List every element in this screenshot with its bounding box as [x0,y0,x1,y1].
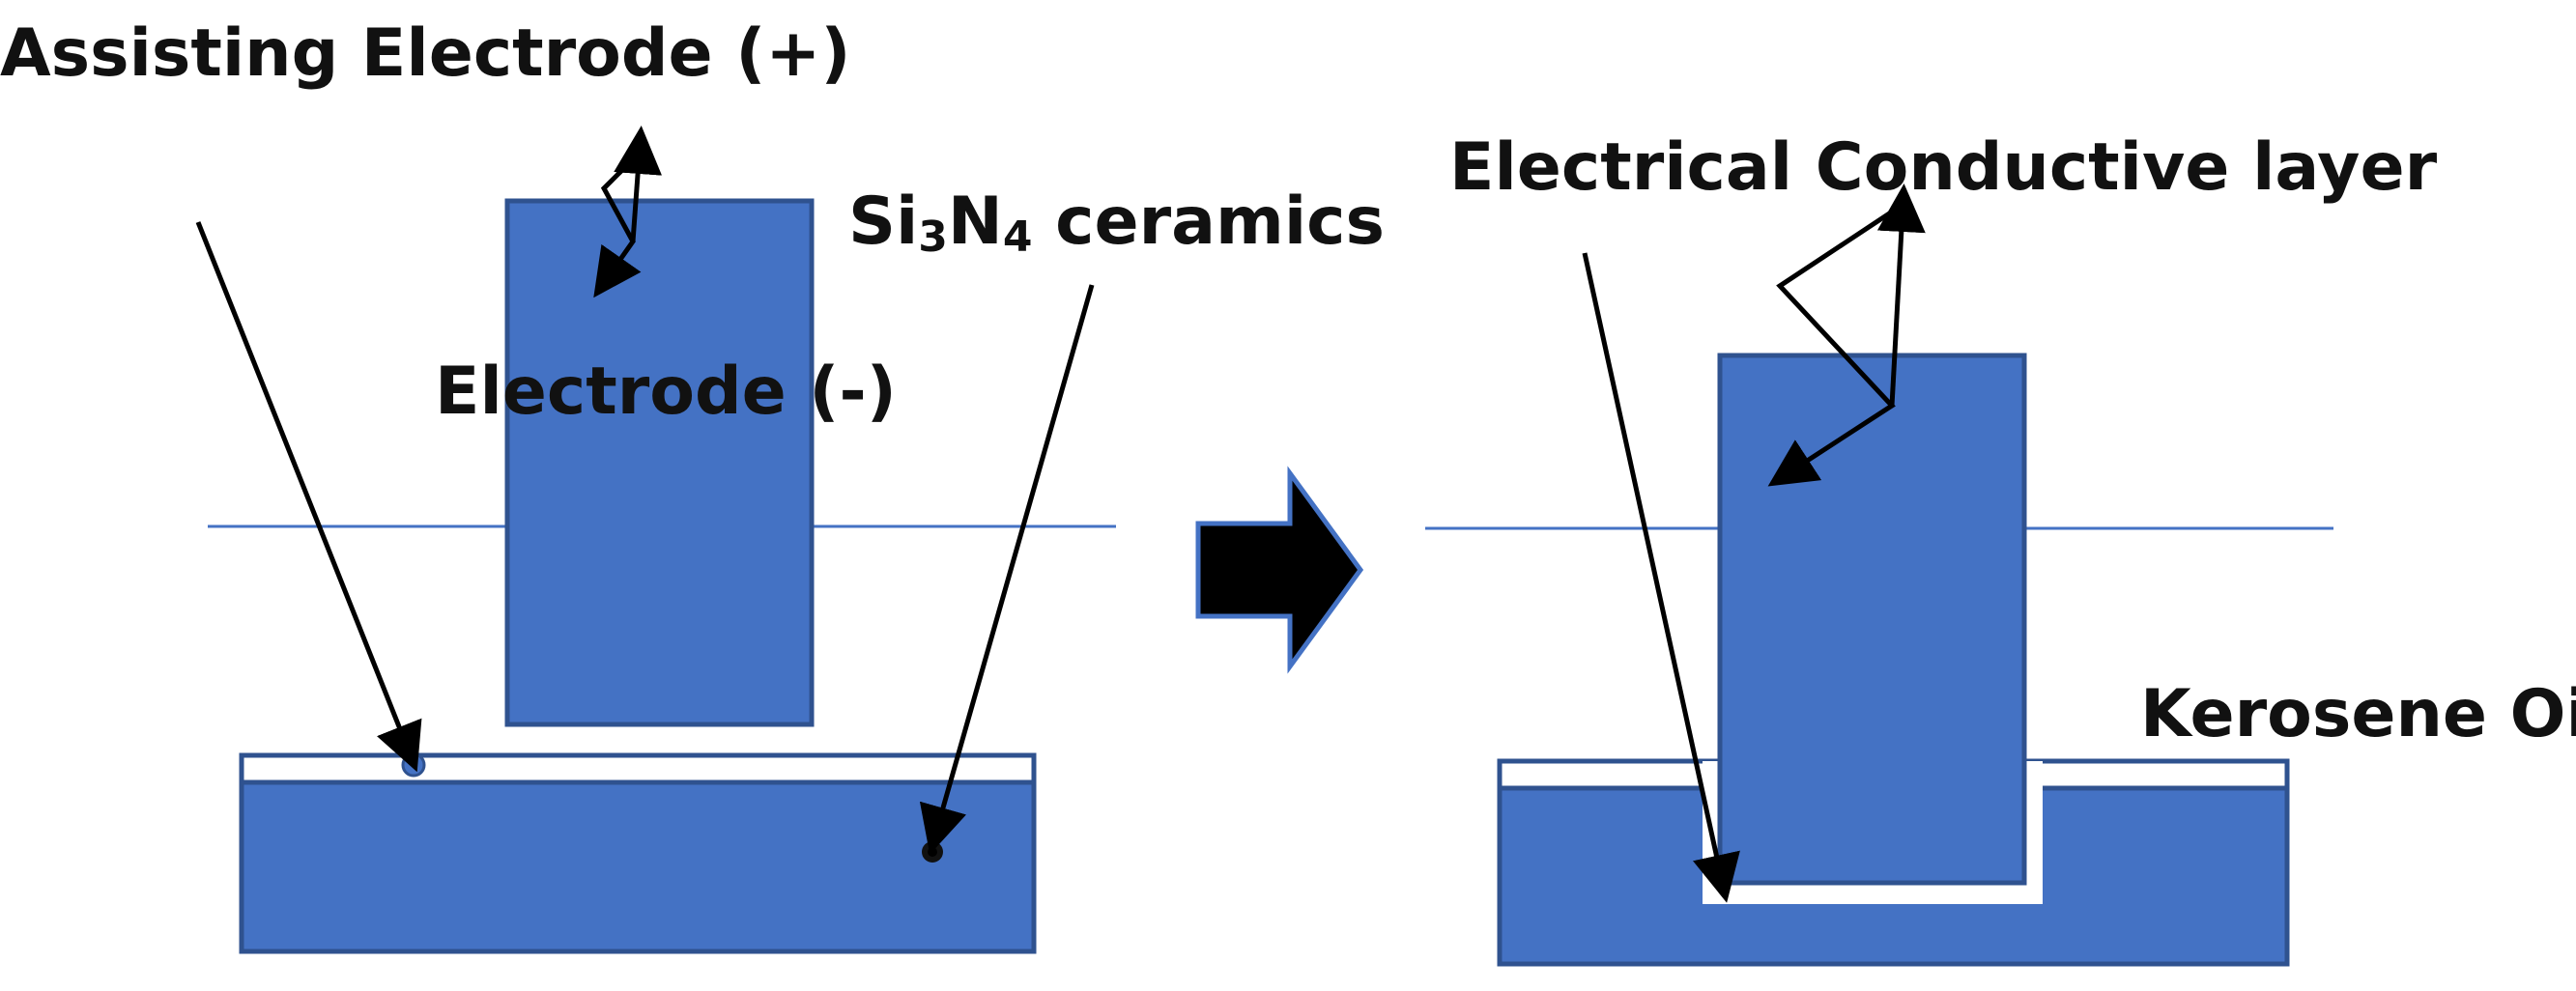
kerosene-oil-label: Kerosene Oil [2140,676,2576,752]
si3n4-subscript-3: 3 [918,212,948,262]
ceramic-point-core [928,847,937,857]
electrode-tool-left [504,198,815,727]
si3n4-pointer [919,284,1095,855]
right-arrow-icon [1195,466,1364,674]
ceramic-workpiece-left [239,779,1037,954]
conductive-layer-label: Electrical Conductive layer [1449,129,2438,206]
si3n4-ceramics-label: Si3N4 ceramics [848,189,1385,259]
si3n4-prefix: Si [848,184,919,260]
si3n4-mid: N [947,184,1003,260]
si3n4-subscript-4: 4 [1002,212,1033,262]
spark-zigzag-icon-right-up [1876,184,1926,407]
electrode-negative-label: Electrode (-) [435,354,897,430]
si3n4-suffix: ceramics [1032,184,1385,260]
spark-zigzag-icon-right [1767,198,1910,487]
spark-zigzag-icon-left-up [614,126,663,242]
conductive-layer-left [239,752,1037,785]
conductive-layer-pointer [1582,252,1740,903]
assisting-electrode-pointer [195,221,422,773]
electrode-tool-right [1717,353,2027,886]
assisting-electrode-label: Assisting Electrode (+) [0,15,851,92]
